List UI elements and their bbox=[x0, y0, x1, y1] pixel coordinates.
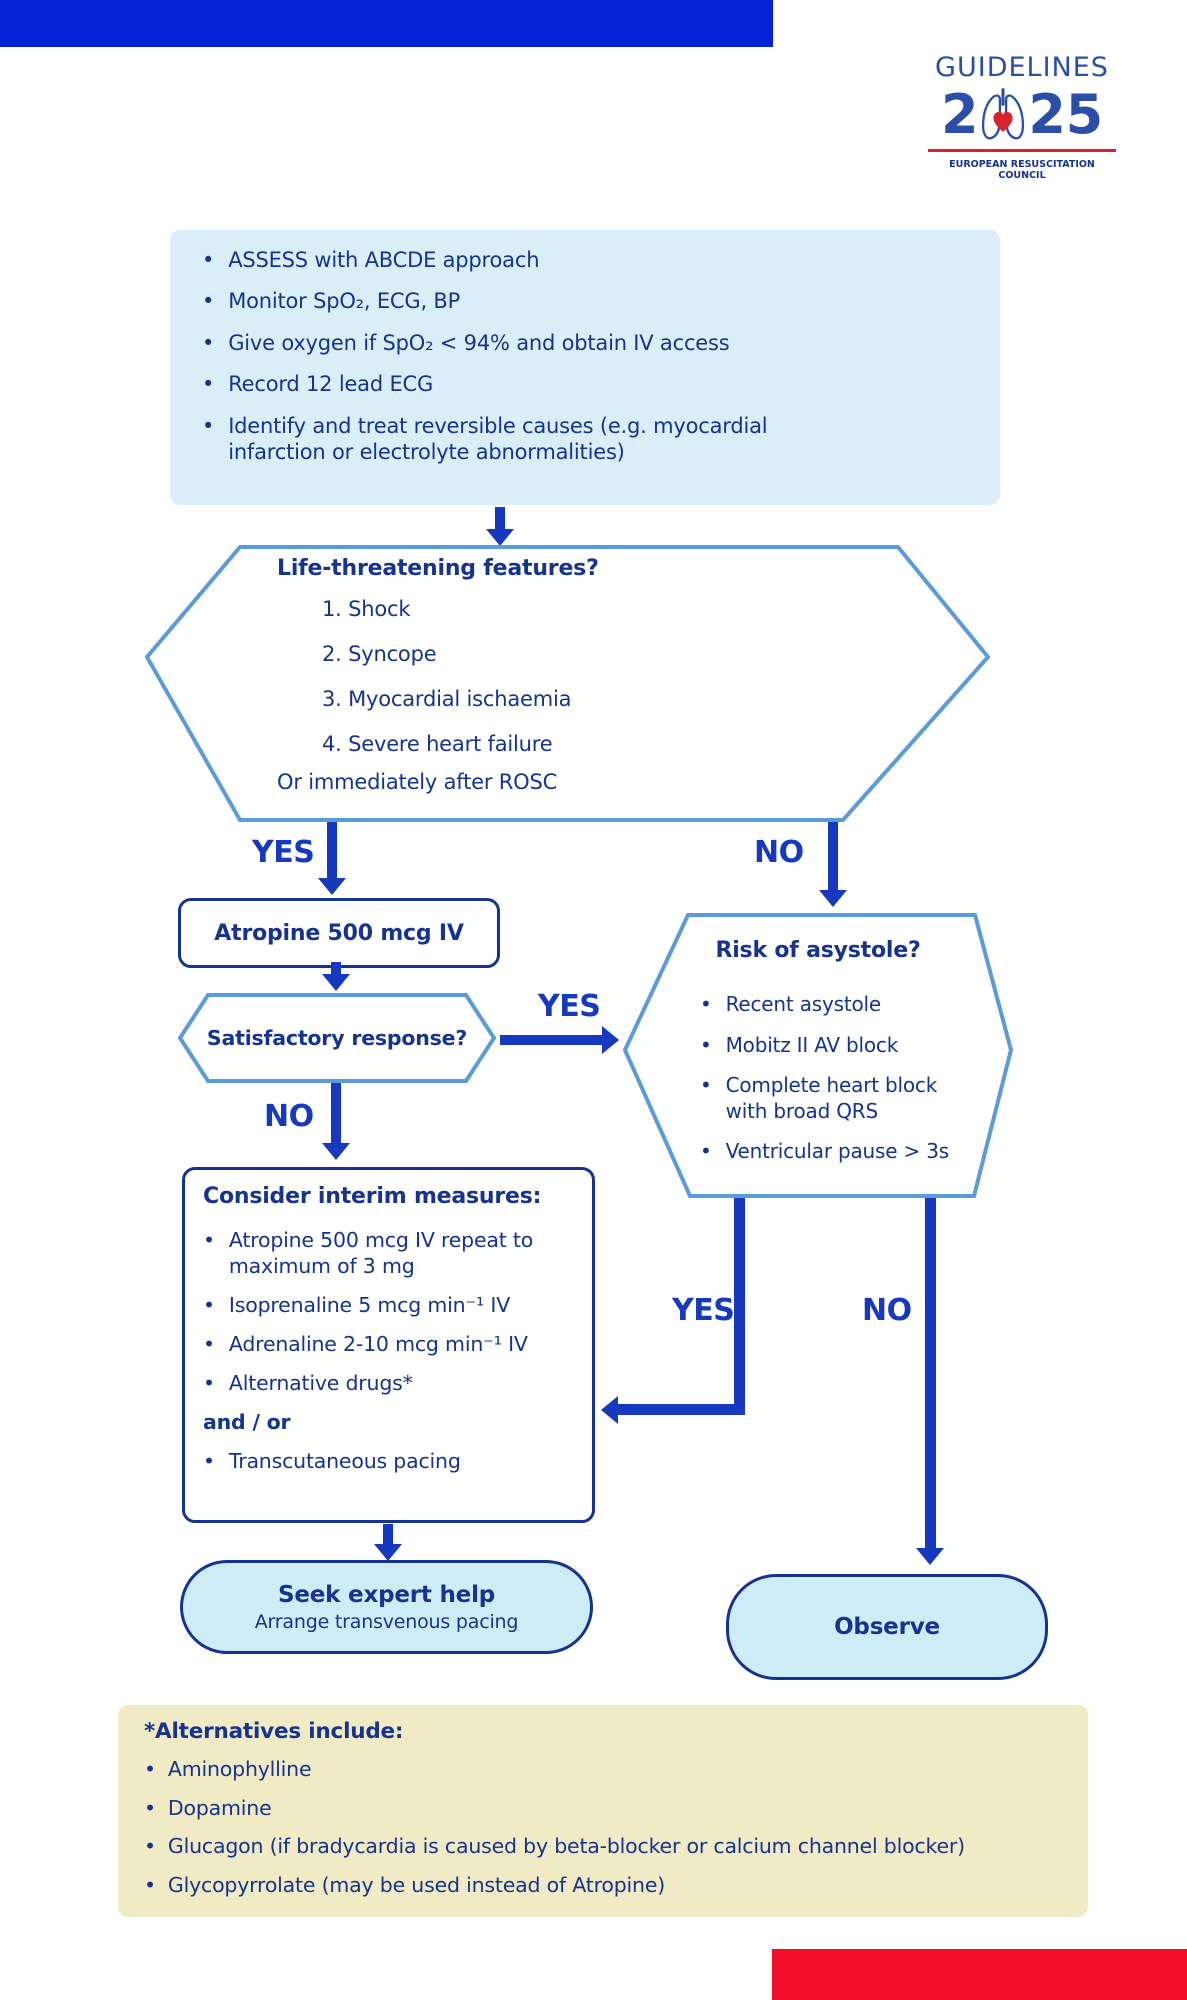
list-item: Glycopyrrolate (may be used instead of A… bbox=[144, 1873, 1044, 1899]
seek-expert-help-box: Seek expert help Arrange transvenous pac… bbox=[180, 1560, 593, 1654]
top-blue-bar bbox=[0, 0, 773, 47]
arrow-assess-to-features bbox=[495, 507, 505, 531]
assess-item-5: Identify and treat reversible causes (e.… bbox=[228, 413, 768, 465]
arrow-atropine-to-response bbox=[331, 962, 341, 976]
life-threatening-hexagon-shape bbox=[145, 545, 990, 822]
arrow-yes-to-atropine-head bbox=[318, 878, 346, 895]
asystole-item-4: Ventricular pause > 3s bbox=[725, 1139, 950, 1164]
line-asystole-yes-horizontal bbox=[618, 1404, 745, 1415]
line-asystole-yes-vertical bbox=[734, 1198, 745, 1415]
interim-item-2: Isoprenaline 5 mcg min⁻¹ IV bbox=[228, 1293, 511, 1318]
yes-label-features: YES bbox=[252, 835, 315, 870]
list-item: Dopamine bbox=[144, 1796, 1044, 1822]
life-threatening-footer: Or immediately after ROSC bbox=[277, 770, 558, 794]
list-item: Recent asystole bbox=[700, 992, 968, 1018]
list-item: Identify and treat reversible causes (e.… bbox=[202, 413, 822, 466]
satisfactory-title: Satisfactory response? bbox=[206, 1026, 468, 1050]
assess-box: ASSESS with ABCDE approach Monitor SpO₂,… bbox=[170, 230, 1000, 505]
list-item: Alternative drugs* bbox=[203, 1370, 558, 1396]
arrow-asystole-yes-head bbox=[601, 1396, 618, 1424]
line-asystole-no-vertical bbox=[925, 1198, 936, 1550]
alternatives-box: *Alternatives include: Aminophylline Dop… bbox=[118, 1705, 1088, 1917]
seek-subtitle: Arrange transvenous pacing bbox=[254, 1610, 519, 1633]
asystole-item-1: Recent asystole bbox=[725, 992, 882, 1016]
list-item: 3. Myocardial ischaemia bbox=[322, 687, 572, 712]
list-item: Adrenaline 2-10 mcg min⁻¹ IV bbox=[203, 1331, 558, 1357]
asystole-list: Recent asystole Mobitz II AV block Compl… bbox=[700, 992, 968, 1165]
list-item: Mobitz II AV block bbox=[700, 1033, 968, 1059]
yes-label-asystole: YES bbox=[672, 1293, 735, 1328]
list-item: Aminophylline bbox=[144, 1757, 1044, 1783]
arrow-yes-to-atropine bbox=[327, 822, 337, 880]
arrow-interim-to-seek-head bbox=[374, 1544, 402, 1561]
arrow-response-no bbox=[331, 1083, 341, 1145]
satisfactory-hexagon-shape bbox=[178, 993, 496, 1083]
interim-and-or: and / or bbox=[203, 1410, 291, 1435]
assess-item-2: Monitor SpO₂, ECG, BP bbox=[228, 289, 461, 314]
arrow-no-to-asystole-head bbox=[819, 890, 847, 907]
arrow-response-no-head bbox=[322, 1143, 350, 1160]
erc-guidelines-logo: GUIDELINES 2 25 EUROPEAN RESUSCITATION C… bbox=[928, 52, 1116, 181]
arrow-no-to-asystole bbox=[828, 822, 838, 892]
alternative-item-4: Glycopyrrolate (may be used instead of A… bbox=[167, 1872, 666, 1897]
assess-item-4: Record 12 lead ECG bbox=[228, 372, 434, 397]
interim-title: Consider interim measures: bbox=[203, 1184, 542, 1209]
list-item: Isoprenaline 5 mcg min⁻¹ IV bbox=[203, 1292, 558, 1318]
atropine-label: Atropine 500 mcg IV bbox=[214, 920, 464, 946]
interim-item-3: Adrenaline 2-10 mcg min⁻¹ IV bbox=[228, 1332, 528, 1357]
no-label-features: NO bbox=[754, 835, 804, 870]
list-item: Atropine 500 mcg IV repeat to maximum of… bbox=[203, 1227, 558, 1279]
arrow-response-yes-head bbox=[602, 1026, 619, 1054]
logo-year-prefix: 2 bbox=[940, 83, 979, 146]
interim-list: Atropine 500 mcg IV repeat to maximum of… bbox=[203, 1227, 563, 1474]
interim-item-1: Atropine 500 mcg IV repeat to maximum of… bbox=[228, 1228, 534, 1279]
alternative-item-1: Aminophylline bbox=[167, 1757, 312, 1781]
seek-title: Seek expert help bbox=[277, 1581, 496, 1608]
arrow-response-yes bbox=[500, 1035, 604, 1045]
list-item: Glucagon (if bradycardia is caused by be… bbox=[144, 1834, 1044, 1860]
no-label-response: NO bbox=[264, 1099, 314, 1134]
arrow-atropine-to-response-head bbox=[322, 974, 350, 991]
bottom-red-bar bbox=[772, 1949, 1187, 2000]
logo-red-underline bbox=[928, 149, 1116, 152]
life-threatening-list: 1. Shock 2. Syncope 3. Myocardial ischae… bbox=[322, 596, 572, 757]
no-label-asystole: NO bbox=[862, 1293, 912, 1328]
list-item: 1. Shock bbox=[322, 597, 411, 621]
interim-item-5: Transcutaneous pacing bbox=[228, 1449, 461, 1474]
logo-guidelines-text: GUIDELINES bbox=[935, 52, 1109, 83]
asystole-item-3: Complete heart block with broad QRS bbox=[725, 1073, 938, 1123]
observe-label: Observe bbox=[834, 1614, 940, 1640]
list-item: Ventricular pause > 3s bbox=[700, 1139, 968, 1165]
lungs-heart-icon bbox=[980, 87, 1026, 143]
yes-label-response: YES bbox=[538, 989, 601, 1024]
logo-council-text: EUROPEAN RESUSCITATION COUNCIL bbox=[949, 159, 1095, 181]
asystole-item-2: Mobitz II AV block bbox=[725, 1032, 899, 1057]
interim-measures-box: Consider interim measures: Atropine 500 … bbox=[182, 1167, 595, 1523]
assess-item-1: ASSESS with ABCDE approach bbox=[228, 248, 540, 272]
asystole-title: Risk of asystole? bbox=[715, 938, 921, 963]
assess-list: ASSESS with ABCDE approach Monitor SpO₂,… bbox=[202, 247, 822, 466]
logo-year-2025: 2 25 bbox=[928, 87, 1116, 143]
list-item: Complete heart block with broad QRS bbox=[700, 1073, 968, 1124]
list-item: Record 12 lead ECG bbox=[202, 371, 822, 397]
assess-item-3: Give oxygen if SpO₂ < 94% and obtain IV … bbox=[228, 330, 730, 355]
list-item: Transcutaneous pacing bbox=[203, 1448, 558, 1474]
list-item: 2. Syncope bbox=[322, 642, 437, 667]
atropine-box: Atropine 500 mcg IV bbox=[178, 898, 500, 968]
alternative-item-2: Dopamine bbox=[167, 1795, 272, 1820]
interim-item-4: Alternative drugs* bbox=[228, 1371, 413, 1396]
list-item: ASSESS with ABCDE approach bbox=[202, 247, 822, 273]
alternatives-list: Aminophylline Dopamine Glucagon (if brad… bbox=[144, 1757, 1088, 1899]
arrow-interim-to-seek bbox=[383, 1524, 393, 1546]
arrow-assess-to-features-head bbox=[486, 529, 514, 546]
list-item: Give oxygen if SpO₂ < 94% and obtain IV … bbox=[202, 330, 822, 356]
arrow-asystole-no-head bbox=[916, 1548, 944, 1565]
observe-box: Observe bbox=[726, 1574, 1048, 1680]
life-threatening-title: Life-threatening features? bbox=[277, 556, 599, 581]
list-item: Monitor SpO₂, ECG, BP bbox=[202, 288, 822, 314]
alternatives-title: *Alternatives include: bbox=[144, 1719, 404, 1744]
logo-year-suffix: 25 bbox=[1028, 83, 1104, 146]
list-item: 4. Severe heart failure bbox=[322, 732, 553, 757]
alternative-item-3: Glucagon (if bradycardia is caused by be… bbox=[167, 1834, 965, 1859]
